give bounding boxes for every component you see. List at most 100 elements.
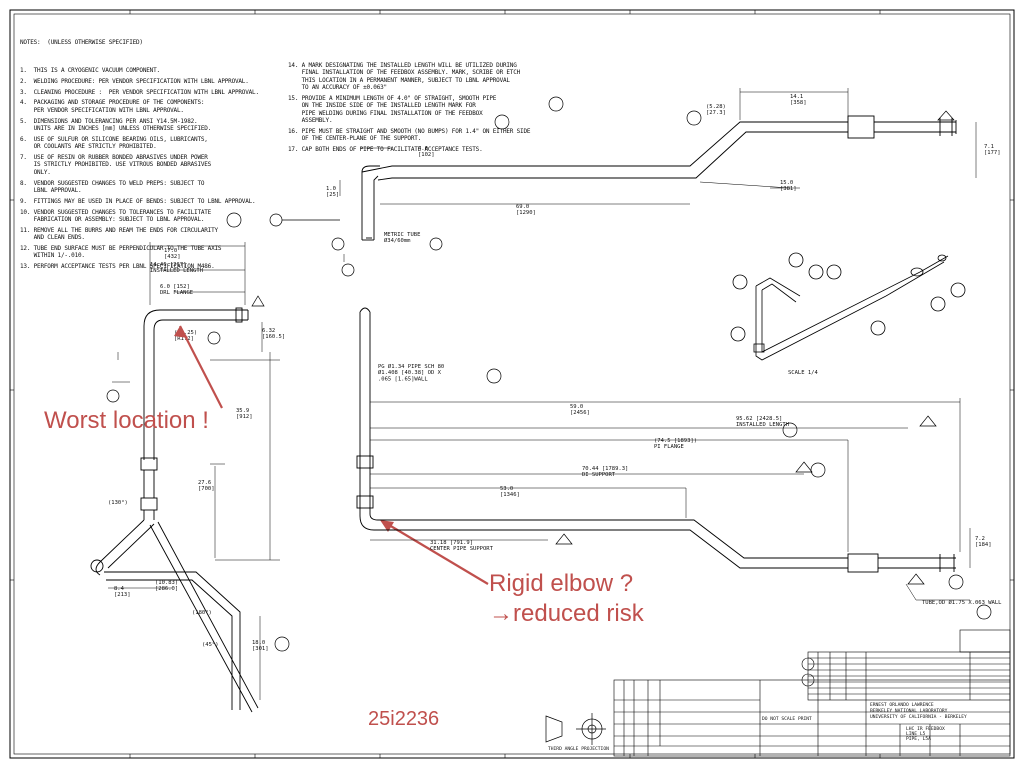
scale-label: SCALE 1/4 [788, 370, 818, 376]
title-line-1: LHC IR FEEDBOX [906, 726, 945, 732]
notes-left-list: 1. THIS IS A CRYOGENIC VACUUM COMPONENT.… [20, 67, 259, 271]
note-line: 1. THIS IS A CRYOGENIC VACUUM COMPONENT. [20, 67, 160, 75]
note-line: 14. A MARK DESIGNATING THE INSTALLED LEN… [288, 61, 517, 69]
company-line-2: BERKELEY NATIONAL LABORATORY [870, 708, 948, 714]
note-line: PIPE WELDING DURING FINAL INSTALLATION O… [288, 109, 483, 117]
top-view-dim-texts: 14.1[358] (5.28)[27.3] 7.1[177] 15.0[381… [326, 94, 1001, 244]
dim-7044: 70.44 [1789.3]DI SUPPORT [582, 466, 628, 478]
note-line: 6. USE OF SULFUR OR SILICONE BEARING OIL… [20, 135, 208, 143]
note-line: AND CLEAN ENDS. [20, 234, 85, 242]
angle-130: (130°) [108, 500, 128, 506]
note-line: 16. PIPE MUST BE STRAIGHT AND SMOOTH (NO… [288, 127, 531, 135]
note-line: 13. PERFORM ACCEPTANCE TESTS PER LBNL SP… [20, 263, 215, 271]
rigid-elbow-arrowhead [380, 520, 394, 532]
top-view-balloons [226, 96, 955, 277]
dim-72: 7.2[184] [975, 536, 992, 548]
sheet-border [9, 9, 1015, 759]
angle-180: (180°) [192, 610, 212, 616]
third-angle-symbol [545, 713, 606, 745]
left-view-dim-texts: 17.0[432] 14.46 [367]INSTALLED LENGTH 6.… [108, 248, 285, 652]
note-line: 10. VENDOR SUGGESTED CHANGES TO TOLERANC… [20, 208, 212, 216]
note-line: 4. PACKAGING AND STORAGE PROCEDURE OF TH… [20, 99, 205, 107]
dim-359: 35.9[912] [236, 408, 253, 420]
top-dim-14: 14.1[358] [790, 94, 807, 106]
top-view-dimensions [339, 88, 977, 262]
dim-950: 59.0[2456] [570, 404, 590, 416]
note-line: OR COOLANTS ARE STRICTLY PROHIBITED. [20, 143, 157, 151]
note-line: ONLY. [20, 168, 51, 176]
note-line: 11. REMOVE ALL THE BURRS AND REAM THE EN… [20, 226, 218, 234]
third-angle-projection: THIRD ANGLE PROJECTION [548, 746, 609, 752]
company-line-1: ERNEST ORLANDO LAWRENCE [870, 702, 934, 708]
note-line: 12. TUBE END SURFACE MUST BE PERPENDICUL… [20, 245, 222, 253]
note-line: 17. CAP BOTH ENDS OF PIPE TO FACILITATE … [288, 146, 483, 154]
rigid-elbow-label-2: →reduced risk [489, 600, 644, 627]
dim-1083: (10.83)[286.0] [155, 580, 178, 592]
dim-632: 6.32[160.5] [262, 328, 285, 340]
dim-3118: 31.18 [791.9]CENTER PIPE SUPPORT [430, 540, 494, 552]
note-line: 3. CLEANING PROCEDURE : PER VENDOR SPECI… [20, 88, 259, 96]
zone-ticks [10, 10, 1014, 758]
note-line: 5. DIMENSIONS AND TOLERANCING PER ANSI Y… [20, 117, 198, 125]
dim-9082: 95.62 [2428.5]INSTALLED LENGTH [736, 416, 789, 428]
rigid-elbow-label-1: Rigid elbow ? [489, 570, 634, 597]
title-block [613, 629, 1011, 757]
note-line: THIS LOCATION IN A PERMANENT MANNER, SUB… [288, 76, 510, 84]
title-block-texts: ERNEST ORLANDO LAWRENCE BERKELEY NATIONA… [548, 702, 967, 752]
dim-7667: (74.5 [1893])PI FLANGE [654, 438, 697, 450]
note-line: 7. USE OF RESIN OR RUBBER BONDED ABRASIV… [20, 154, 208, 162]
rigid-elbow-arrow [383, 521, 489, 585]
note-line: 15. PROVIDE A MINIMUM LENGTH OF 4.0" OF … [288, 94, 497, 102]
drawing-number: 25i2236 [368, 708, 440, 730]
dim-84: 8.4[213] [114, 586, 131, 598]
bottom-view-balloons [486, 368, 992, 620]
top-dim-69: 69.0[1290] [516, 204, 536, 216]
angle-45: (45°) [202, 642, 219, 648]
note-line: FABRICATION OR ASSEMBLY: SUBJECT TO LBNL… [20, 216, 205, 224]
note-line: 8. VENDOR SUGGESTED CHANGES TO WELD PREP… [20, 179, 205, 187]
tube-end-spec: TUBE,OD Ø1.75 X.063 WALL [922, 599, 1002, 606]
notes-right-list: 14. A MARK DESIGNATING THE INSTALLED LEN… [288, 62, 530, 154]
top-view-pipe [361, 115, 957, 241]
dim-1803: 18.0[301] [252, 640, 269, 652]
note-line: FINAL INSTALLATION OF THE FEEDBOX ASSEMB… [288, 69, 521, 77]
left-view-pipe [90, 307, 259, 713]
isometric-view [730, 252, 966, 361]
note-line: TO AN ACCURACY OF ±0.063" [288, 84, 388, 92]
dim-530: 53.0[1346] [500, 486, 520, 498]
top-dim-528: (5.28)[27.3] [706, 104, 726, 116]
dim-276: 27.6[700] [198, 480, 215, 492]
top-dim-71: 7.1[177] [984, 144, 1001, 156]
title-line-3: PIPE, L5A [906, 736, 931, 742]
top-dim-150: 15.0[381] [780, 180, 797, 192]
left-view-dimensions [108, 242, 280, 700]
worst-location-label: Worst location ! [44, 407, 209, 434]
note-line: UNITS ARE IN INCHES [mm] UNLESS OTHERWIS… [20, 125, 212, 133]
notes-right: 14. A MARK DESIGNATING THE INSTALLED LEN… [288, 47, 530, 161]
sheet-inner-border [13, 13, 1011, 755]
dim-installed-length-top: 14.46 [367]INSTALLED LENGTH [150, 262, 203, 274]
worst-location-arrow [179, 325, 223, 409]
dim-flange: 6.0 [152]DRL FLANGE [160, 284, 193, 296]
do-not-scale: DO NOT SCALE PRINT [762, 716, 812, 722]
notes-header: NOTES: (UNLESS OTHERWISE SPECIFIED) [20, 38, 143, 46]
note-line: 2. WELDING PROCEDURE: PER VENDOR SPECIFI… [20, 77, 249, 85]
note-line: OF THE CENTER-PLANE OF THE SUPPORT. [288, 135, 422, 143]
worst-location-arrowhead [174, 326, 188, 338]
dim-radius: (R5.25)[R1.2] [174, 330, 197, 342]
top-dim-40: 4.0[102] [418, 146, 435, 158]
note-line: LBNL APPROVAL. [20, 187, 82, 195]
top-dim-10: 1.0[25] [326, 186, 339, 198]
dim-17: 17.0[432] [164, 248, 181, 260]
title-line-2: LINE L5 [906, 731, 926, 737]
company-line-3: UNIVERSITY OF CALIFORNIA - BERKELEY [870, 714, 967, 720]
note-line: 9. FITTINGS MAY BE USED IN PLACE OF BEND… [20, 197, 256, 205]
left-view-balloons [106, 295, 290, 652]
note-line: IS STRICTLY PROHIBITED. USE VITROUS BOND… [20, 161, 212, 169]
bottom-view-pipe [356, 307, 956, 573]
note-line: ASSEMBLY. [288, 117, 333, 125]
